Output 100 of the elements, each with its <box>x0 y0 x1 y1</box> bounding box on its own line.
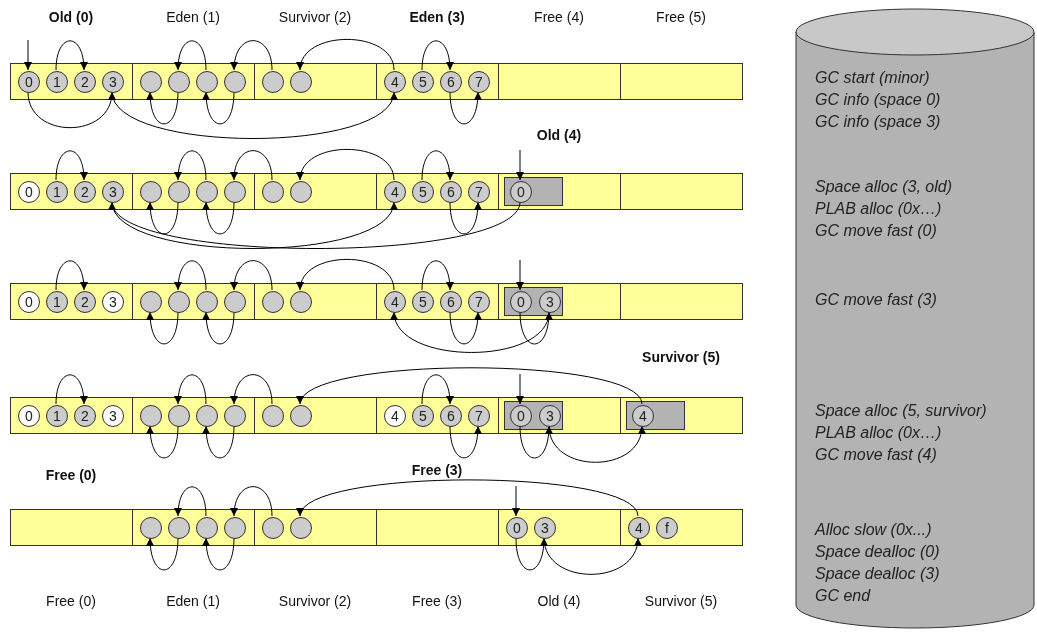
object-circle <box>140 181 162 203</box>
heap-region <box>620 63 743 100</box>
object-circle <box>196 291 218 313</box>
heap-region <box>132 283 255 320</box>
heap-region <box>254 173 377 210</box>
arrow <box>146 537 179 571</box>
heap-region <box>376 63 499 100</box>
region-label: Survivor (5) <box>644 593 718 609</box>
heap-region <box>376 173 499 210</box>
heap-region <box>498 397 621 434</box>
arrow <box>548 425 645 463</box>
object-circle: 1 <box>46 291 68 313</box>
object-circle: 2 <box>74 405 96 427</box>
object-circle: 2 <box>74 291 96 313</box>
buffer-block <box>504 287 563 316</box>
arrow <box>230 374 273 405</box>
region-label: Free (5) <box>656 9 706 25</box>
log-entry: GC info (space 3) <box>815 113 941 131</box>
arrow <box>515 537 548 571</box>
object-circle <box>224 405 246 427</box>
arrow <box>449 425 482 459</box>
arrow <box>516 259 524 291</box>
object-circle <box>140 517 162 539</box>
object-circle <box>262 517 284 539</box>
buffer-block <box>626 401 685 430</box>
object-circle <box>224 517 246 539</box>
arrow <box>449 311 482 345</box>
object-circle: 0 <box>18 71 40 93</box>
log-entry: Space dealloc (3) <box>815 565 940 583</box>
region-label: Free (4) <box>534 9 584 25</box>
heap-region <box>620 173 743 210</box>
heap-region <box>620 397 743 434</box>
arrow <box>297 38 395 71</box>
arrow <box>421 260 454 291</box>
region-label: Eden (3) <box>409 9 465 25</box>
object-circle <box>168 181 190 203</box>
arrow <box>297 258 395 291</box>
object-circle <box>140 291 162 313</box>
log-entry: PLAB alloc (0x…) <box>815 200 942 218</box>
object-circle: 7 <box>468 291 490 313</box>
object-circle <box>168 517 190 539</box>
object-circle <box>224 181 246 203</box>
arrow <box>174 260 207 291</box>
arrow <box>299 479 639 517</box>
arrow <box>202 537 235 571</box>
arrow <box>519 425 553 459</box>
arrow <box>421 150 454 181</box>
object-circle: 6 <box>440 181 462 203</box>
heap-region <box>498 63 621 100</box>
log-entry: PLAB alloc (0x…) <box>815 424 942 442</box>
object-circle: 0 <box>18 291 40 313</box>
arrow <box>55 260 88 291</box>
region-label: Free (3) <box>412 593 462 609</box>
arrow <box>55 374 88 405</box>
heap-region <box>132 173 255 210</box>
log-entry: GC info (space 0) <box>815 91 941 109</box>
heap-region <box>376 283 499 320</box>
region-label: Free (0) <box>45 467 97 483</box>
arrow <box>202 91 235 125</box>
arrow <box>516 373 524 405</box>
arrow <box>297 148 395 181</box>
arrow <box>519 311 553 345</box>
object-circle: 3 <box>102 291 124 313</box>
object-circle <box>224 291 246 313</box>
arrow <box>27 91 115 129</box>
object-circle <box>262 405 284 427</box>
heap-region <box>10 173 133 210</box>
region-label: Free (0) <box>46 593 96 609</box>
heap-region <box>498 173 621 210</box>
object-circle: 7 <box>468 405 490 427</box>
heap-region <box>254 397 377 434</box>
arrow <box>174 374 207 405</box>
heap-region <box>498 283 621 320</box>
object-circle: 4 <box>384 181 406 203</box>
arrow <box>449 201 482 235</box>
object-circle: 4 <box>632 405 654 427</box>
object-circle: 5 <box>412 291 434 313</box>
heap-region <box>620 283 743 320</box>
object-circle: 1 <box>46 181 68 203</box>
arrow <box>543 537 641 575</box>
object-circle <box>262 291 284 313</box>
log-entry: Alloc slow (0x...) <box>815 521 932 539</box>
heap-region <box>620 509 743 546</box>
arrow <box>202 425 235 459</box>
buffer-block <box>504 401 563 430</box>
log-entry: Space alloc (5, survivor) <box>815 402 987 420</box>
region-label: Old (0) <box>48 9 94 25</box>
object-circle <box>168 71 190 93</box>
object-circle: 4 <box>384 291 406 313</box>
object-circle <box>196 405 218 427</box>
arrow <box>230 486 273 517</box>
object-circle <box>196 517 218 539</box>
object-circle: 3 <box>102 405 124 427</box>
arrow <box>174 150 207 181</box>
log-entry: GC move fast (4) <box>815 446 937 464</box>
object-circle: 0 <box>18 405 40 427</box>
arrow <box>449 91 482 125</box>
arrow <box>230 150 273 181</box>
object-circle: 3 <box>539 405 561 427</box>
arrow <box>111 201 395 249</box>
